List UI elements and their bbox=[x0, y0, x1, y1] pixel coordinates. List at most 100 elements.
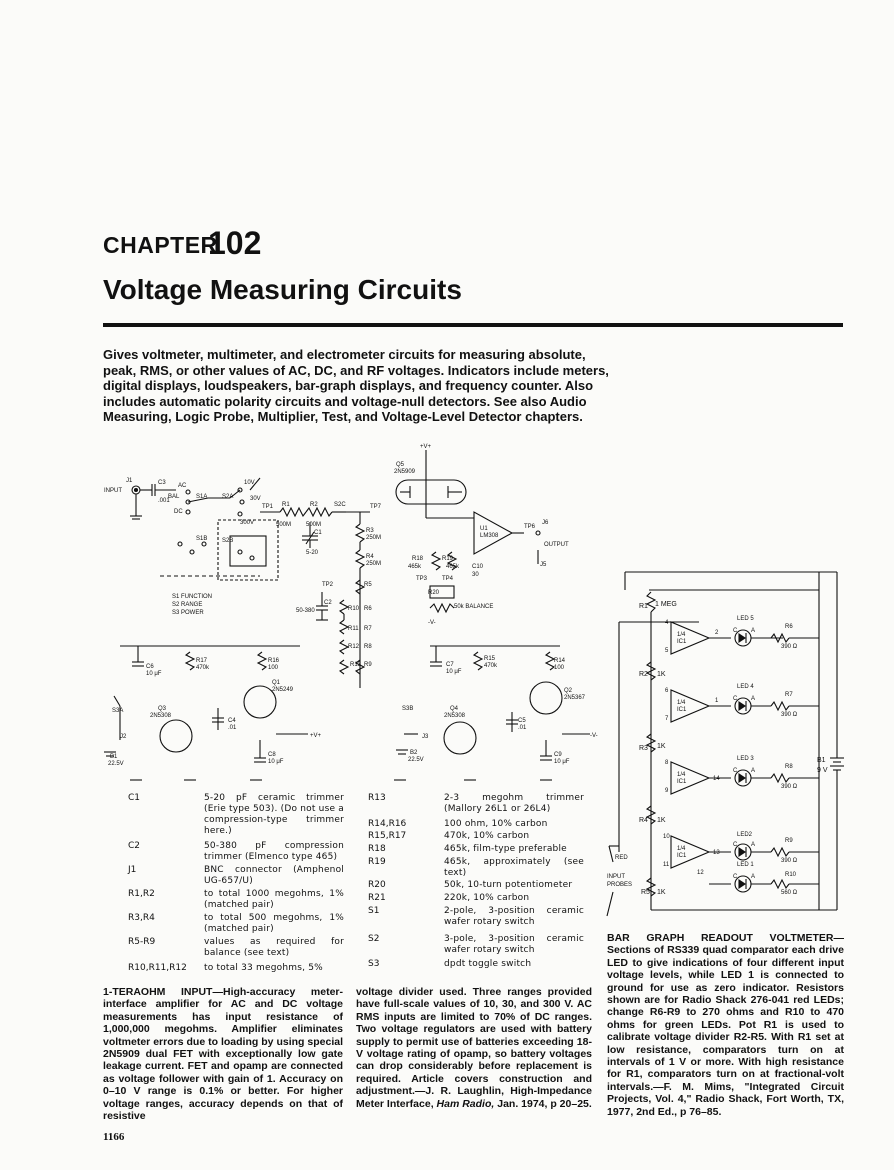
svg-text:9 V: 9 V bbox=[817, 767, 828, 774]
svg-text:R19: R19 bbox=[442, 556, 454, 562]
svg-text:C8: C8 bbox=[268, 752, 276, 758]
svg-text:1K: 1K bbox=[657, 889, 666, 896]
svg-text:390 Ω: 390 Ω bbox=[781, 784, 798, 790]
svg-text:R6: R6 bbox=[785, 624, 793, 630]
svg-text:30V: 30V bbox=[250, 496, 261, 502]
svg-text:R14: R14 bbox=[554, 658, 566, 664]
svg-text:C5: C5 bbox=[518, 718, 526, 724]
svg-text:DC: DC bbox=[174, 509, 183, 515]
svg-text:7: 7 bbox=[665, 716, 669, 722]
svg-text:TP3: TP3 bbox=[416, 576, 428, 582]
caption-text: —Sections of RS339 quad comparator each … bbox=[607, 932, 844, 1118]
chapter-intro: Gives voltmeter, multimeter, and electro… bbox=[103, 347, 609, 424]
svg-text:R5: R5 bbox=[364, 582, 372, 588]
svg-text:500M: 500M bbox=[276, 522, 291, 528]
svg-text:1K: 1K bbox=[657, 671, 666, 678]
svg-text:LED 3: LED 3 bbox=[737, 756, 754, 762]
svg-text:C10: C10 bbox=[472, 564, 484, 570]
svg-text:560 Ω: 560 Ω bbox=[781, 890, 798, 896]
svg-text:R11: R11 bbox=[348, 626, 359, 632]
svg-text:C1: C1 bbox=[314, 530, 322, 536]
svg-text:S3B: S3B bbox=[402, 706, 413, 712]
svg-text:S2C: S2C bbox=[334, 502, 346, 508]
chapter-number: 102 bbox=[208, 225, 262, 261]
svg-text:22.5V: 22.5V bbox=[108, 761, 124, 767]
svg-text:R8: R8 bbox=[364, 644, 372, 650]
svg-text:A: A bbox=[751, 874, 755, 880]
svg-text:10 μF: 10 μF bbox=[146, 671, 162, 677]
svg-text:1K: 1K bbox=[657, 817, 666, 824]
svg-text:TP2: TP2 bbox=[322, 582, 334, 588]
svg-text:12: 12 bbox=[697, 870, 704, 876]
svg-text:LED 5: LED 5 bbox=[737, 616, 754, 622]
caption-text: —High-accuracy meter-interface amplifier… bbox=[103, 986, 343, 1123]
svg-text:A: A bbox=[751, 628, 755, 634]
svg-text:1 MEG: 1 MEG bbox=[655, 601, 677, 608]
svg-text:470k: 470k bbox=[196, 665, 210, 671]
svg-text:TP4: TP4 bbox=[442, 576, 454, 582]
svg-text:C6: C6 bbox=[146, 664, 154, 670]
svg-text:LED 1: LED 1 bbox=[737, 862, 754, 868]
svg-text:C9: C9 bbox=[554, 752, 562, 758]
svg-text:R7: R7 bbox=[364, 626, 372, 632]
caption-text: voltage divider used. Three ranges provi… bbox=[356, 986, 592, 1110]
svg-text:Q1: Q1 bbox=[272, 680, 281, 686]
svg-text:C7: C7 bbox=[446, 662, 454, 668]
svg-text:TP6: TP6 bbox=[524, 524, 536, 530]
svg-text:13: 13 bbox=[713, 850, 720, 856]
svg-text:BAL: BAL bbox=[168, 494, 180, 500]
svg-text:S1 FUNCTION: S1 FUNCTION bbox=[172, 594, 212, 600]
teraohm-caption: 1-TERAOHM INPUT—High-accuracy meter-inte… bbox=[103, 986, 343, 1122]
svg-text:2N5909: 2N5909 bbox=[394, 469, 416, 475]
svg-text:A: A bbox=[751, 842, 755, 848]
svg-text:Q5: Q5 bbox=[396, 462, 405, 468]
svg-text:J5: J5 bbox=[540, 562, 547, 568]
svg-text:R18: R18 bbox=[412, 556, 424, 562]
svg-text:R12: R12 bbox=[348, 644, 360, 650]
svg-text:J3: J3 bbox=[422, 734, 429, 740]
svg-text:S3A: S3A bbox=[112, 708, 123, 714]
svg-text:J6: J6 bbox=[542, 520, 549, 526]
svg-text:R3: R3 bbox=[366, 528, 374, 534]
svg-text:C: C bbox=[733, 842, 738, 848]
svg-text:2N5249: 2N5249 bbox=[272, 687, 294, 693]
teraohm-caption-continued: voltage divider used. Three ranges provi… bbox=[356, 986, 592, 1110]
svg-text:470k: 470k bbox=[484, 663, 498, 669]
svg-text:U1: U1 bbox=[480, 526, 488, 532]
svg-text:R15: R15 bbox=[484, 656, 496, 662]
svg-text:R6: R6 bbox=[364, 606, 372, 612]
svg-text:INPUT: INPUT bbox=[607, 874, 625, 880]
svg-text:250M: 250M bbox=[366, 535, 381, 541]
svg-text:R8: R8 bbox=[785, 764, 793, 770]
svg-text:10 μF: 10 μF bbox=[268, 759, 284, 765]
svg-text:LM308: LM308 bbox=[480, 533, 499, 539]
svg-text:2N5367: 2N5367 bbox=[564, 695, 586, 701]
svg-text:11: 11 bbox=[663, 862, 670, 868]
teraohm-input-schematic: +V+ Q5 2N5909 INPUT J1 C3 .001 AC BAL DC… bbox=[104, 444, 598, 781]
svg-text:R2: R2 bbox=[310, 502, 318, 508]
svg-text:R4: R4 bbox=[639, 817, 648, 824]
svg-text:10V: 10V bbox=[244, 480, 255, 486]
svg-text:1/4: 1/4 bbox=[677, 772, 686, 778]
svg-text:5-20: 5-20 bbox=[306, 550, 319, 556]
svg-text:R10: R10 bbox=[348, 606, 360, 612]
svg-text:4: 4 bbox=[665, 620, 669, 626]
svg-text:14: 14 bbox=[713, 776, 720, 782]
svg-text:1/4: 1/4 bbox=[677, 700, 686, 706]
svg-text:465k: 465k bbox=[408, 564, 422, 570]
svg-text:S1A: S1A bbox=[196, 494, 207, 500]
svg-text:C: C bbox=[733, 628, 738, 634]
svg-text:PROBES: PROBES bbox=[607, 882, 632, 888]
svg-text:500M: 500M bbox=[306, 522, 321, 528]
svg-text:A: A bbox=[751, 768, 755, 774]
svg-text:390 Ω: 390 Ω bbox=[781, 858, 798, 864]
svg-text:2: 2 bbox=[715, 630, 719, 636]
svg-text:10 μF: 10 μF bbox=[554, 759, 570, 765]
svg-text:1K: 1K bbox=[657, 743, 666, 750]
